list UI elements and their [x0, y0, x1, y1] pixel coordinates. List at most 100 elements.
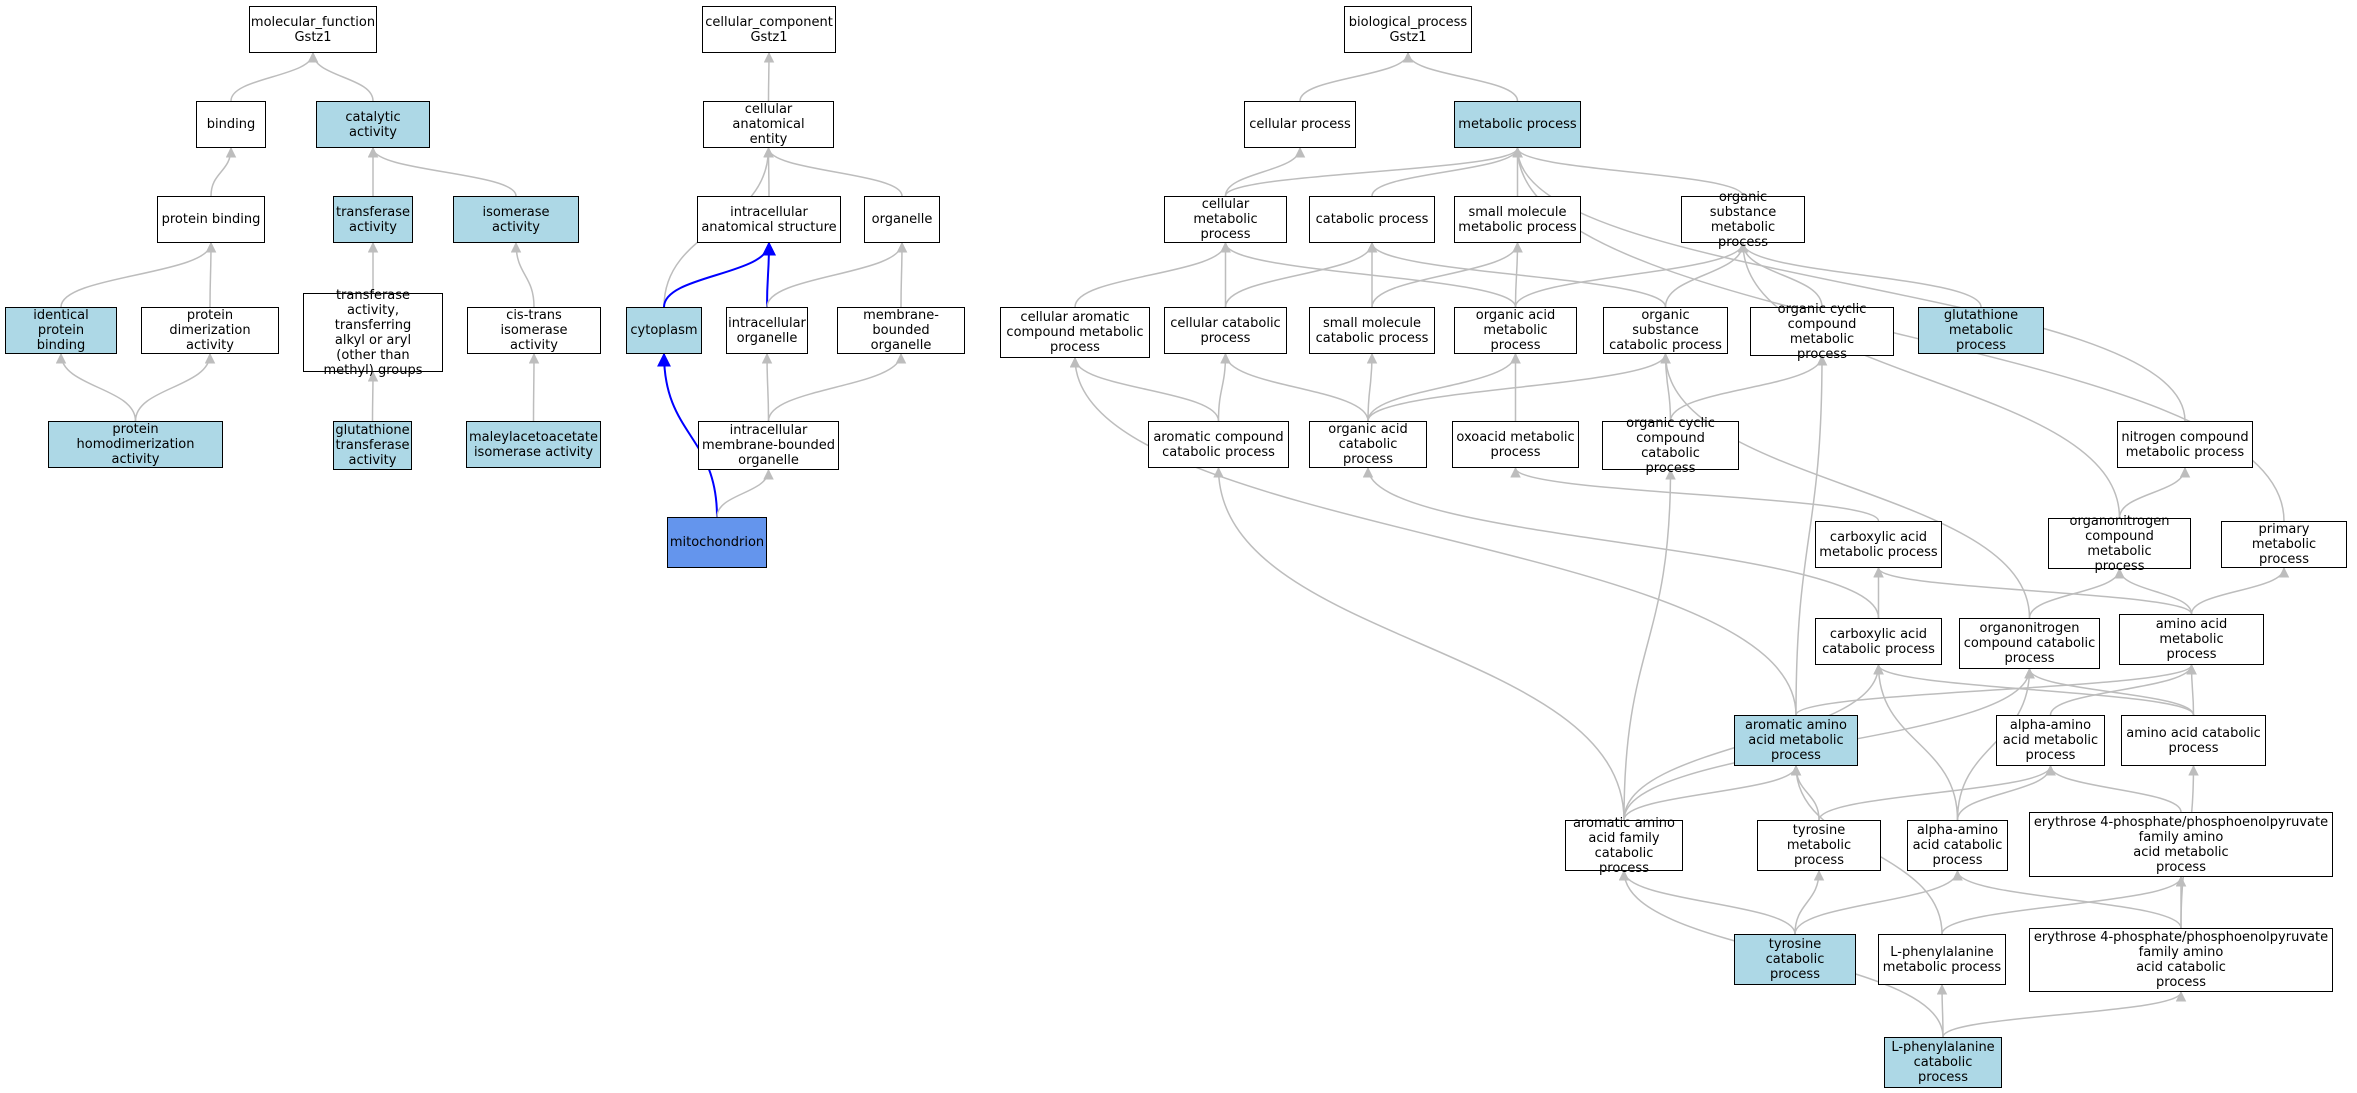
term-node-cmp[interactable]: cellular metabolic process — [1164, 196, 1287, 243]
term-label: maleylacetoacetate isomerase activity — [469, 429, 598, 460]
term-node-oncmp[interactable]: organonitrogen compound metabolic proces… — [2048, 514, 2191, 574]
term-node-ccp[interactable]: cellular catabolic process — [1164, 307, 1287, 354]
edge-aaafcp-to-aaamp — [1623, 764, 1802, 821]
term-node-dimerization[interactable]: protein dimerization activity — [141, 307, 279, 354]
term-label: binding — [206, 117, 256, 132]
term-node-mito[interactable]: mitochondrion — [667, 517, 767, 568]
term-node-oamp[interactable]: organic acid metabolic process — [1454, 307, 1577, 354]
term-node-alphacp[interactable]: alpha-amino acid catabolic process — [1907, 820, 2008, 871]
term-node-isomerase[interactable]: isomerase activity — [453, 196, 579, 243]
term-node-camp[interactable]: carboxylic acid metabolic process — [1815, 521, 1942, 568]
edge-cistrans-to-isomerase — [510, 241, 535, 308]
edge-smcp-to-smmp — [1371, 241, 1523, 308]
edge-oacp-to-smcp — [1366, 352, 1378, 422]
term-label: organic acid metabolic process — [1475, 308, 1556, 353]
term-label: catalytic activity — [345, 109, 401, 140]
edge-mito-to-imbo — [716, 468, 774, 518]
term-node-cacp[interactable]: carboxylic acid catabolic process — [1815, 618, 1942, 665]
term-node-aaafcp[interactable]: aromatic amino acid family catabolic pro… — [1565, 816, 1683, 876]
term-label: amino acid catabolic process — [2126, 725, 2261, 756]
term-node-metabolic[interactable]: metabolic process — [1454, 101, 1581, 148]
term-label: membrane-bounded organelle — [863, 308, 939, 353]
term-label: carboxylic acid catabolic process — [1822, 626, 1935, 657]
edge-cmp-to-metabolic — [1224, 146, 1523, 197]
term-node-io[interactable]: intracellular organelle — [726, 307, 808, 354]
term-node-cae[interactable]: cellular anatomical entity — [703, 101, 834, 148]
term-node-imbo[interactable]: intracellular membrane-bounded organelle — [698, 421, 839, 470]
edge-oamp-to-cmp — [1220, 241, 1517, 308]
term-node-smmp[interactable]: small molecule metabolic process — [1454, 196, 1581, 243]
term-label: glutathione metabolic process — [1943, 308, 2019, 353]
term-label: carboxylic acid metabolic process — [1819, 529, 1938, 560]
term-node-accp[interactable]: aromatic compound catabolic process — [1148, 421, 1289, 468]
term-node-mbo[interactable]: membrane-bounded organelle — [837, 307, 965, 354]
term-node-catabolic[interactable]: catabolic process — [1309, 196, 1435, 243]
term-node-catalytic[interactable]: catalytic activity — [316, 101, 430, 148]
term-node-cc[interactable]: cellular_component Gstz1 — [702, 6, 836, 53]
term-node-cytoplasm[interactable]: cytoplasm — [626, 307, 702, 354]
term-node-transferase[interactable]: transferase activity — [333, 196, 413, 243]
term-label: transferase activity — [335, 204, 411, 235]
edge-cae-to-cc — [763, 51, 775, 102]
term-node-binding[interactable]: binding — [196, 101, 266, 148]
edge-oacp-to-oscp — [1367, 352, 1671, 422]
term-node-pmp[interactable]: primary metabolic process — [2221, 521, 2347, 568]
term-label: alpha-amino acid catabolic process — [1912, 823, 2003, 868]
term-node-occmp[interactable]: organic cyclic compound metabolic proces… — [1750, 302, 1894, 362]
term-label: alpha-amino acid metabolic process — [2002, 718, 2099, 763]
term-label: organic substance metabolic process — [1709, 189, 1777, 250]
term-node-occcp[interactable]: organic cyclic compound catabolic proces… — [1602, 416, 1739, 476]
term-node-mf[interactable]: molecular_function Gstz1 — [249, 6, 377, 53]
term-label: amino acid metabolic process — [2155, 617, 2228, 662]
term-node-e4pmp[interactable]: erythrose 4-phosphate/phosphoenolpyruvat… — [2029, 812, 2333, 877]
term-node-onccp[interactable]: organonitrogen compound catabolic proces… — [1959, 618, 2100, 669]
term-node-homodimer[interactable]: protein homodimerization activity — [48, 421, 223, 468]
term-node-glut[interactable]: glutathione metabolic process — [1918, 307, 2044, 354]
term-node-smcp[interactable]: small molecule catabolic process — [1309, 307, 1435, 354]
edge-cmp-to-cellular_process — [1224, 146, 1306, 197]
term-node-protein_binding[interactable]: protein binding — [157, 196, 265, 243]
term-node-tmp[interactable]: tyrosine metabolic process — [1757, 820, 1881, 871]
term-node-aaamp[interactable]: aromatic amino acid metabolic process — [1734, 715, 1858, 766]
term-node-ias[interactable]: intracellular anatomical structure — [697, 196, 841, 243]
term-node-alphamp[interactable]: alpha-amino acid metabolic process — [1996, 715, 2105, 766]
term-node-ncmp[interactable]: nitrogen compound metabolic process — [2117, 421, 2253, 468]
edge-aamp-to-oncmp — [2114, 567, 2193, 615]
term-node-maai[interactable]: maleylacetoacetate isomerase activity — [466, 421, 601, 468]
term-node-lphemp[interactable]: L-phenylalanine metabolic process — [1878, 934, 2006, 985]
edge-cacp-to-oacp — [1362, 466, 1880, 619]
term-node-cistrans[interactable]: cis-trans isomerase activity — [467, 307, 601, 354]
term-node-organelle[interactable]: organelle — [864, 196, 940, 243]
term-label: L-phenylalanine metabolic process — [1882, 944, 2002, 975]
term-label: organic cyclic compound catabolic proces… — [1626, 415, 1715, 476]
term-label: cellular_component Gstz1 — [705, 14, 833, 45]
term-node-e4pcp[interactable]: erythrose 4-phosphate/phosphoenolpyruvat… — [2029, 928, 2333, 992]
term-label: glutathione transferase activity — [335, 423, 410, 468]
term-node-lphecp[interactable]: L-phenylalanine catabolic process — [1884, 1037, 2002, 1088]
term-label: protein binding — [161, 212, 261, 227]
term-node-osmp[interactable]: organic substance metabolic process — [1681, 190, 1805, 250]
term-node-aacp[interactable]: amino acid catabolic process — [2121, 715, 2266, 766]
edge-camp-to-oxoacid — [1510, 466, 1880, 522]
edge-ncmp-to-metabolic — [1512, 146, 2186, 422]
term-node-identical[interactable]: identical protein binding — [5, 307, 117, 354]
term-node-aamp[interactable]: amino acid metabolic process — [2119, 614, 2264, 665]
term-node-oscp[interactable]: organic substance catabolic process — [1603, 307, 1728, 354]
term-node-tcp[interactable]: tyrosine catabolic process — [1734, 934, 1856, 985]
term-label: transferase activity, transferring alkyl… — [323, 287, 423, 378]
term-node-gst[interactable]: glutathione transferase activity — [333, 421, 412, 470]
term-label: intracellular membrane-bounded organelle — [702, 423, 836, 468]
term-label: cellular process — [1249, 117, 1351, 132]
term-label: isomerase activity — [482, 204, 550, 235]
term-node-bp[interactable]: biological_process Gstz1 — [1344, 6, 1472, 53]
term-node-transferase_alkyl[interactable]: transferase activity, transferring alkyl… — [303, 288, 443, 378]
edge-aaafcp-to-occcp — [1623, 468, 1676, 821]
term-node-cellular_process[interactable]: cellular process — [1244, 101, 1356, 148]
edge-alphamp-to-aamp — [2049, 663, 2197, 716]
term-node-cacmp[interactable]: cellular aromatic compound metabolic pro… — [1000, 307, 1150, 358]
term-node-oxoacid[interactable]: oxoacid metabolic process — [1452, 421, 1579, 468]
term-label: primary metabolic process — [2251, 522, 2317, 567]
term-label: small molecule catabolic process — [1315, 315, 1429, 346]
term-node-oacp[interactable]: organic acid catabolic process — [1309, 421, 1427, 468]
